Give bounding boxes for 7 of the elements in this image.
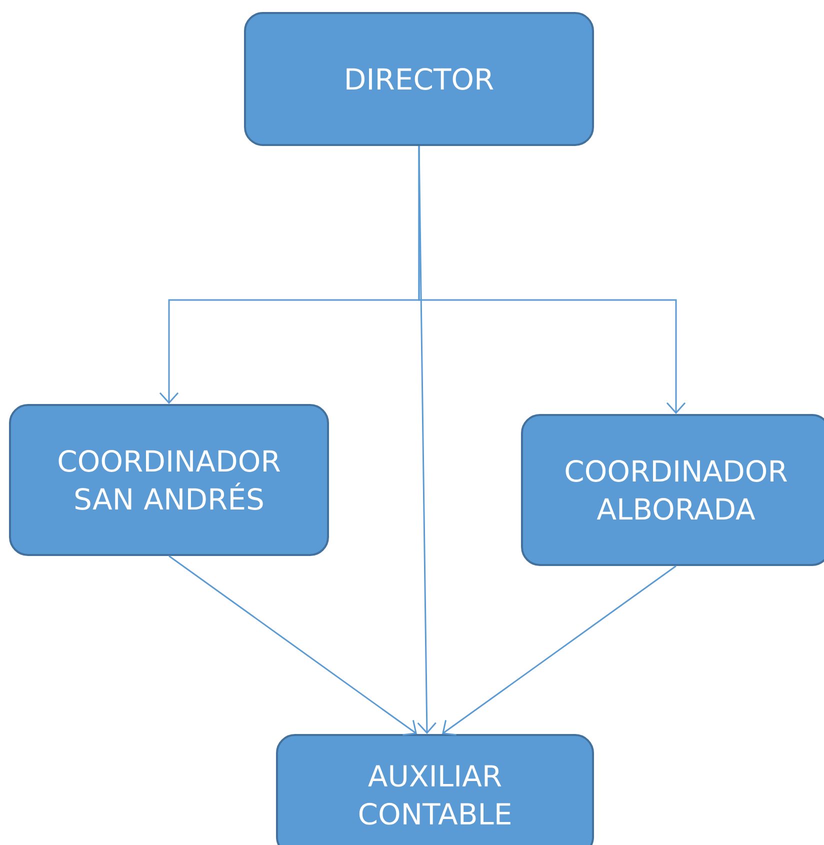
org-box: AUXILIAR CONTABLE [276, 734, 594, 845]
org-box: COORDINADOR ALBORADA [521, 414, 824, 566]
org-box: COORDINADOR SAN ANDRÉS [9, 404, 329, 556]
org-box: DIRECTOR [244, 12, 594, 146]
arrow [417, 146, 436, 734]
arrow [168, 555, 417, 736]
arrow [442, 565, 676, 736]
